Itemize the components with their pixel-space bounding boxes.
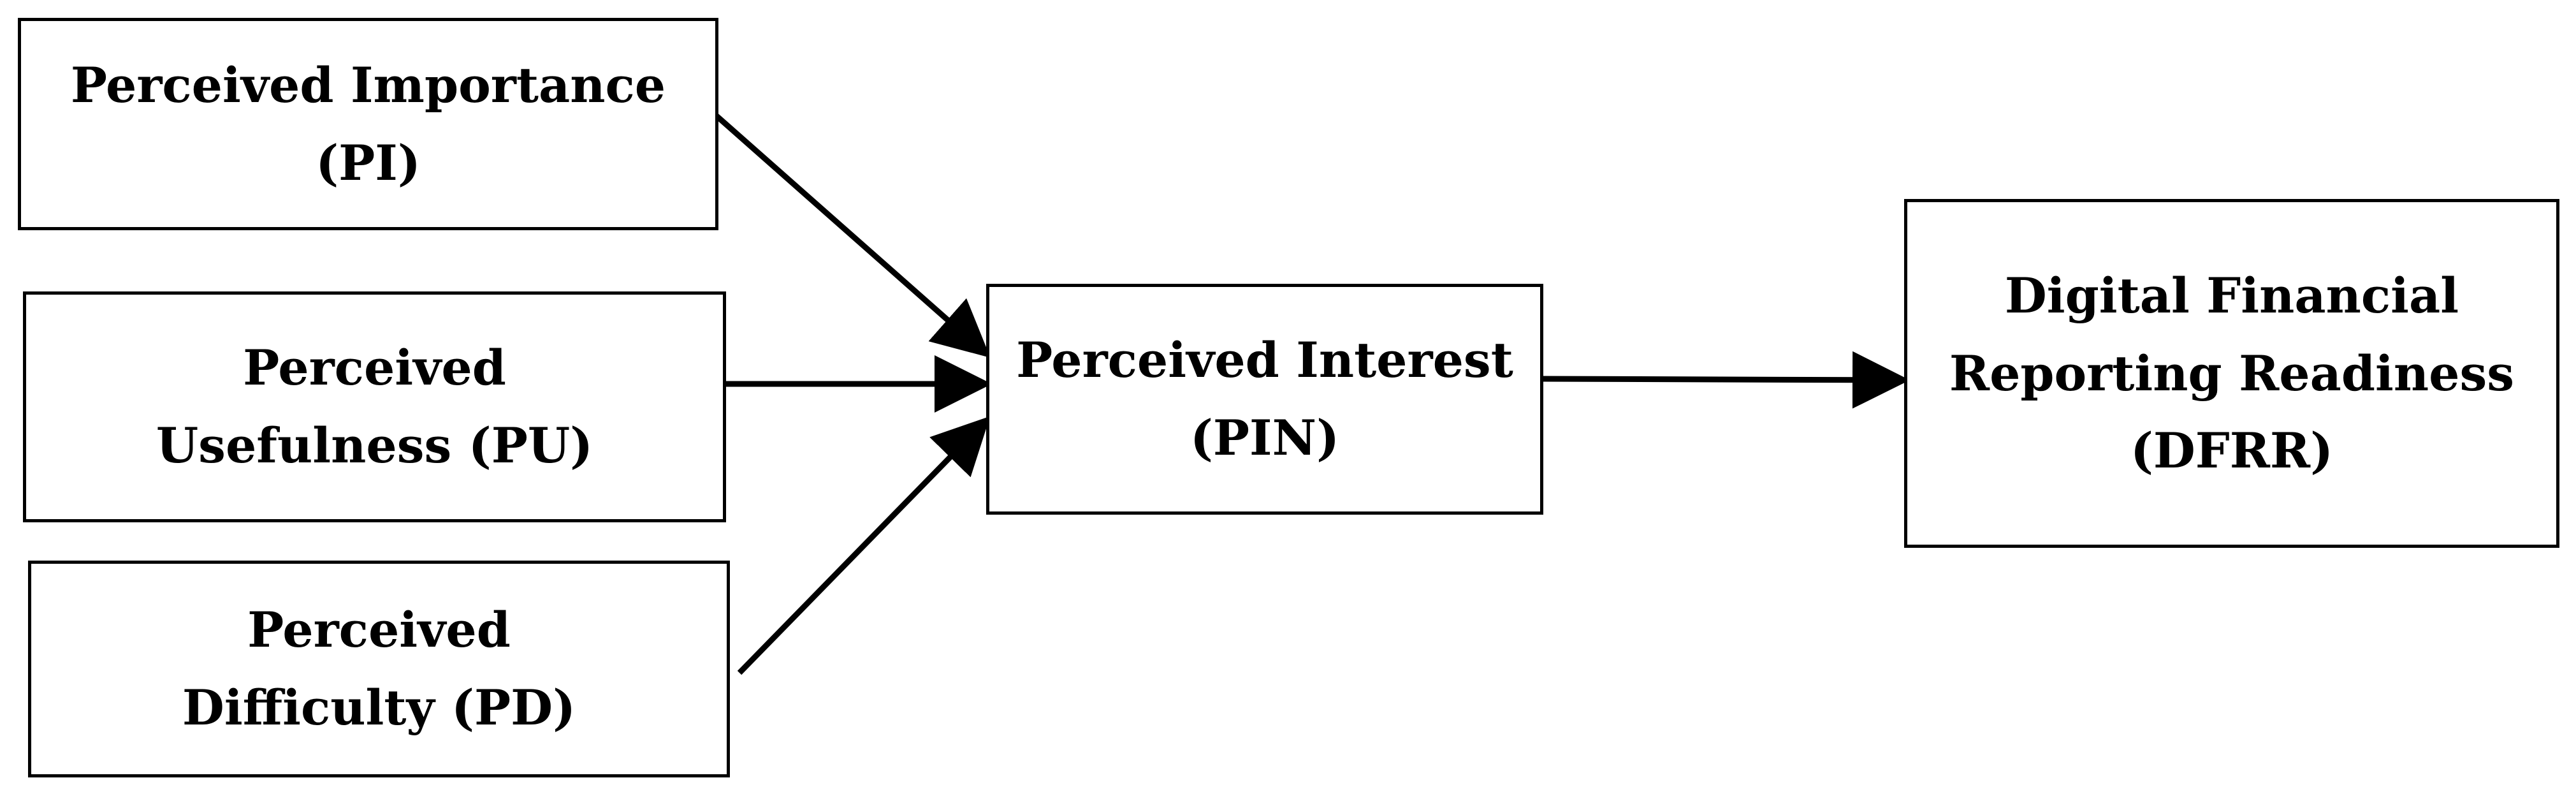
node-perceived-interest: Perceived Interest (PIN) <box>986 284 1543 515</box>
node-label-line: Perceived <box>243 339 506 397</box>
arrow-pin-to-dfrr <box>1543 351 1910 409</box>
arrow-pd-to-pin <box>737 416 991 675</box>
node-label-line: (DFRR) <box>2130 422 2334 480</box>
node-label-line: (PIN) <box>1190 409 1340 466</box>
node-label-line: Difficulty (PD) <box>182 679 576 736</box>
node-label-line: Usefulness (PU) <box>156 417 593 474</box>
node-label-line: Perceived Importance <box>70 56 666 114</box>
node-label-line: Digital Financial <box>2004 267 2459 325</box>
node-perceived-usefulness: Perceived Usefulness (PU) <box>23 291 726 522</box>
node-digital-financial-reporting-readiness: Digital Financial Reporting Readiness (D… <box>1904 199 2559 548</box>
node-label-line: Perceived <box>247 601 511 659</box>
node-label-line: Perceived Interest <box>1016 332 1513 389</box>
node-label-line: Reporting Readiness <box>1949 344 2515 402</box>
node-perceived-difficulty: Perceived Difficulty (PD) <box>28 561 730 777</box>
node-perceived-importance: Perceived Importance (PI) <box>18 18 718 230</box>
arrow-pi-to-pin <box>713 112 991 358</box>
node-label-line: (PI) <box>316 134 421 191</box>
